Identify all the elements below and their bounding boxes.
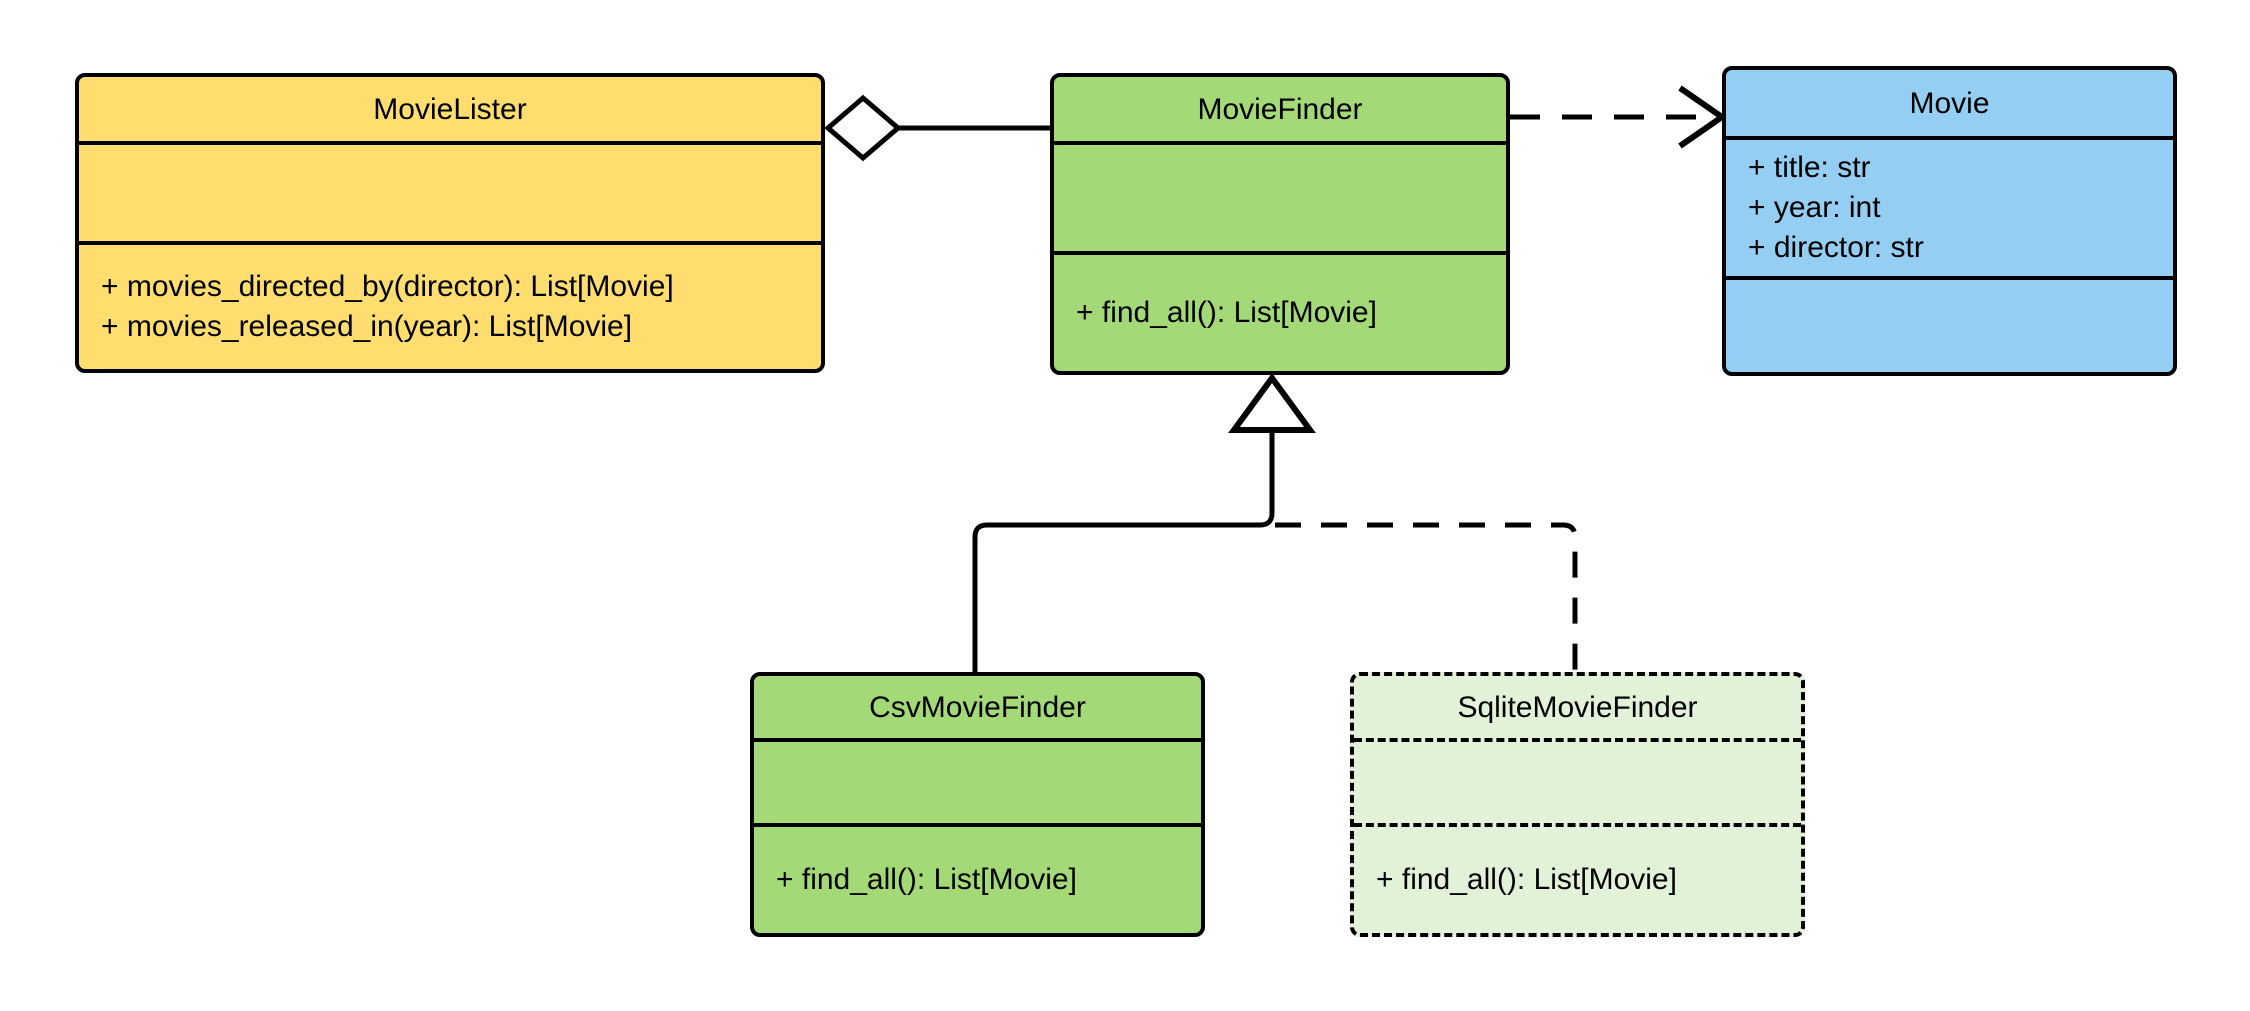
class-box-movie[interactable]: Movie + title: str + year: int + directo… — [1722, 66, 2177, 376]
attribute-line: + year: int — [1748, 191, 1881, 225]
class-name-compartment: Movie — [1726, 70, 2173, 136]
method-line: + find_all(): List[Movie] — [1376, 863, 1677, 897]
generalization-csv-finder — [972, 420, 1275, 672]
class-name-compartment: CsvMovieFinder — [754, 676, 1201, 738]
class-box-movie-finder[interactable]: MovieFinder + find_all(): List[Movie] — [1050, 73, 1510, 375]
class-attributes-compartment — [79, 141, 821, 241]
attribute-line: + title: str — [1748, 151, 1871, 185]
class-attributes-compartment — [1054, 141, 1506, 251]
class-methods-compartment — [1726, 276, 2173, 372]
class-methods-compartment: + movies_directed_by(director): List[Mov… — [79, 241, 821, 369]
class-attributes-compartment — [754, 738, 1201, 823]
generalization-sqlite-finder — [1275, 522, 1578, 672]
class-box-movie-lister[interactable]: MovieLister + movies_directed_by(directo… — [75, 73, 825, 373]
class-name-label: MovieLister — [373, 92, 527, 126]
class-name-compartment: MovieLister — [79, 77, 821, 141]
class-methods-compartment: + find_all(): List[Movie] — [754, 823, 1201, 933]
class-name-label: Movie — [1909, 86, 1990, 120]
open-arrow-marker — [1678, 85, 1728, 149]
generalization-solid-line — [972, 420, 1275, 672]
class-attributes-compartment: + title: str + year: int + director: str — [1726, 136, 2173, 276]
method-line: + movies_directed_by(director): List[Mov… — [101, 270, 674, 304]
class-name-label: CsvMovieFinder — [869, 690, 1086, 724]
class-name-label: MovieFinder — [1197, 92, 1363, 126]
method-line: + find_all(): List[Movie] — [1076, 296, 1377, 330]
dependency-finder-movie — [1510, 85, 1728, 149]
class-attributes-compartment — [1354, 738, 1801, 823]
aggregation-lister-finder — [824, 94, 1050, 162]
method-line: + movies_released_in(year): List[Movie] — [101, 310, 633, 343]
class-name-compartment: MovieFinder — [1054, 77, 1506, 141]
class-methods-compartment: + find_all(): List[Movie] — [1354, 823, 1801, 933]
hollow-diamond-marker — [824, 94, 902, 162]
class-name-compartment: SqliteMovieFinder — [1354, 676, 1801, 738]
hollow-triangle-marker — [1228, 372, 1316, 433]
class-box-sqlite-movie-finder[interactable]: SqliteMovieFinder + find_all(): List[Mov… — [1350, 672, 1805, 937]
generalization-dashed-line — [1275, 522, 1578, 672]
class-box-csv-movie-finder[interactable]: CsvMovieFinder + find_all(): List[Movie] — [750, 672, 1205, 937]
class-name-label: SqliteMovieFinder — [1457, 690, 1698, 724]
method-line: + find_all(): List[Movie] — [776, 863, 1077, 897]
class-methods-compartment: + find_all(): List[Movie] — [1054, 251, 1506, 371]
attribute-line: + director: str — [1748, 230, 1924, 264]
